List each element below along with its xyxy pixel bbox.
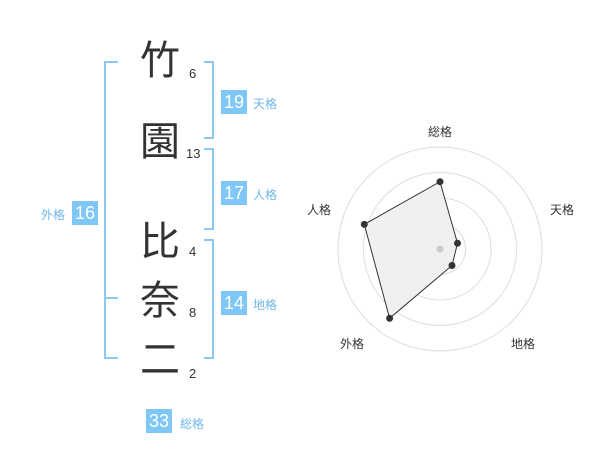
radar-label-gaikaku: 外格: [340, 337, 365, 351]
chikaku-bracket: [204, 239, 214, 359]
chikaku-score: 14: [221, 291, 247, 315]
jinkaku-label: 人格: [253, 188, 278, 202]
inner-divider-tick: [104, 297, 118, 299]
gaikaku-label: 外格: [41, 208, 66, 222]
stroke-count-2: 13: [186, 146, 201, 161]
radar-point-1: [436, 178, 444, 186]
radar-shape: [363, 180, 459, 320]
stroke-count-5: 2: [189, 366, 197, 381]
stroke-count-3: 4: [189, 244, 197, 259]
radar-label-jinkaku: 人格: [307, 203, 332, 217]
tenkaku-bracket: [204, 61, 214, 139]
radar-point-4: [386, 314, 394, 322]
radar-center-dot: [436, 245, 444, 253]
radar-point-5: [360, 220, 368, 228]
soukaku-score: 33: [146, 409, 172, 433]
name-char-4: 奈: [140, 278, 180, 324]
name-char-3: 比: [140, 219, 180, 265]
name-char-1: 竹: [140, 38, 180, 84]
radar-label-soukaku: 総格: [428, 125, 453, 139]
stroke-count-4: 8: [189, 305, 197, 320]
jinkaku-bracket: [204, 148, 214, 230]
radar-point-2: [454, 239, 461, 247]
gaikaku-bracket: [104, 61, 118, 359]
tenkaku-score: 19: [221, 90, 247, 114]
radar-ring: [337, 146, 543, 352]
jinkaku-score: 17: [221, 181, 247, 205]
name-char-2: 園: [140, 119, 180, 165]
gaikaku-score: 16: [72, 201, 98, 225]
radar-label-chikaku: 地格: [511, 337, 536, 351]
soukaku-label: 総格: [180, 417, 205, 431]
tenkaku-label: 天格: [253, 97, 278, 111]
stroke-count-1: 6: [189, 66, 197, 81]
name-char-5: 二: [140, 337, 180, 383]
radar-label-tenkaku: 天格: [550, 203, 575, 217]
radar-ring: [363, 172, 517, 326]
radar-point-3: [448, 262, 456, 269]
chikaku-label: 地格: [253, 298, 278, 312]
